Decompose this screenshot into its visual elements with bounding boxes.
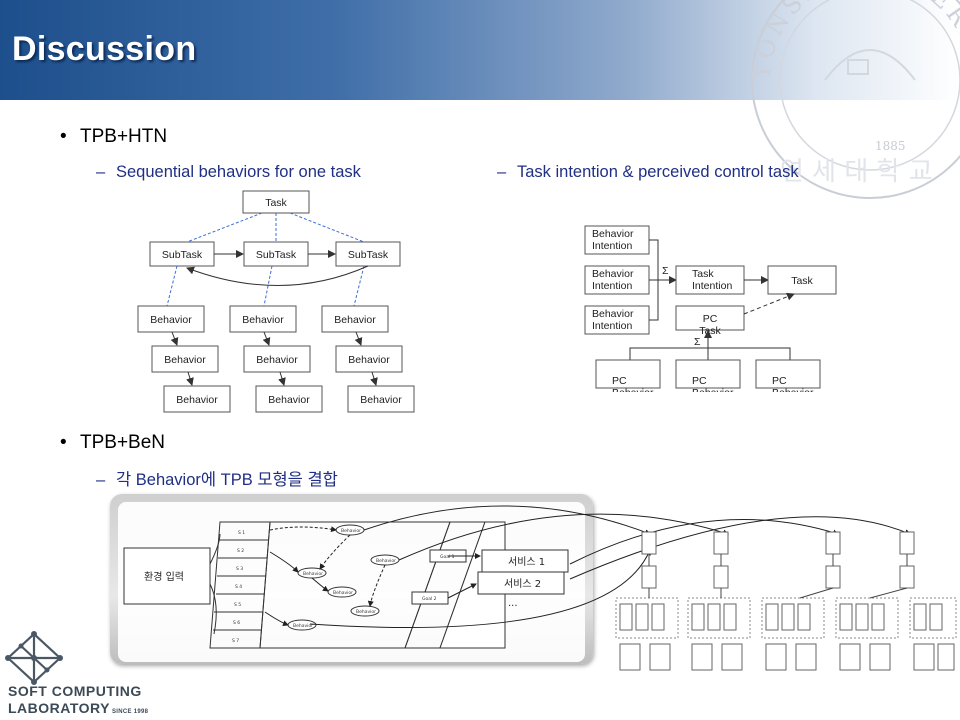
slide-title: Discussion xyxy=(12,30,197,68)
svg-text:SubTask: SubTask xyxy=(348,249,389,261)
svg-text:Behavior: Behavior xyxy=(150,314,192,326)
svg-text:S 2: S 2 xyxy=(237,548,244,554)
seal-year: 1885 xyxy=(875,139,906,153)
svg-text:S 3: S 3 xyxy=(236,566,243,572)
svg-text:S 1: S 1 xyxy=(238,530,245,536)
lab-since: SINCE 1998 xyxy=(111,709,149,715)
svg-text:Behavior: Behavior xyxy=(176,394,218,406)
svg-text:S 5: S 5 xyxy=(234,602,241,608)
sub-sequential-behaviors: –Sequential behaviors for one task xyxy=(96,163,361,181)
svg-text:Behavior: Behavior xyxy=(303,571,323,577)
svg-text:Σ: Σ xyxy=(662,265,669,277)
svg-text:...: ... xyxy=(508,598,518,609)
htn-diagram: Task SubTask SubTask SubTask Behavior Be… xyxy=(137,190,415,413)
svg-text:Behavior: Behavior xyxy=(341,528,361,534)
svg-text:Behavior: Behavior xyxy=(356,609,376,615)
svg-text:Task: Task xyxy=(265,197,287,209)
subtask-nodes: SubTask SubTask SubTask xyxy=(149,241,401,267)
svg-text:Goal 1: Goal 1 xyxy=(440,554,455,560)
svg-text:환경 입력: 환경 입력 xyxy=(144,570,184,583)
university-seal-watermark: YONSEI UNIVERSITY 1885 연 세 대 학 교 xyxy=(740,0,960,199)
svg-text:Task: Task xyxy=(791,275,813,287)
sub-korean-combine: –각 Behavior에 TPB 모형을 결합 xyxy=(96,471,338,489)
svg-text:PCBehavior: PCBehavior xyxy=(692,375,734,392)
tpb-stack-5 xyxy=(909,597,957,671)
svg-text:Behavior: Behavior xyxy=(348,354,390,366)
svg-text:YONSEI UNIVERSITY: YONSEI UNIVERSITY xyxy=(740,0,960,84)
svg-text:Σ: Σ xyxy=(694,336,701,348)
svg-text:S 4: S 4 xyxy=(235,584,242,590)
bullet-tpb-htn: •TPB+HTN xyxy=(60,126,168,147)
soft-computing-lab-logo xyxy=(5,631,63,685)
title-band xyxy=(0,0,960,100)
svg-text:Behavior: Behavior xyxy=(256,354,298,366)
svg-text:Behavior: Behavior xyxy=(360,394,402,406)
tpb-stack-1 xyxy=(615,531,679,671)
svg-text:Behavior: Behavior xyxy=(293,623,313,629)
pc-task-node xyxy=(675,305,745,331)
behavior-network-diagram: 환경 입력 S 1S 2 S 3S 4 S 5S 6 S 7 BehaviorB… xyxy=(118,502,957,671)
bullet-tpb-ben: •TPB+BeN xyxy=(60,432,166,453)
tpb-stack-3 xyxy=(761,531,841,671)
svg-text:S 7: S 7 xyxy=(232,638,239,644)
task-node-right xyxy=(767,265,837,295)
svg-text:Behavior: Behavior xyxy=(334,314,376,326)
svg-text:Behavior: Behavior xyxy=(242,314,284,326)
tpb-stack-2 xyxy=(687,531,751,671)
svg-text:PCBehavior: PCBehavior xyxy=(612,375,654,392)
svg-text:Behavior: Behavior xyxy=(333,590,353,596)
tpb-stack-4 xyxy=(835,531,915,671)
svg-text:SubTask: SubTask xyxy=(256,249,297,261)
svg-text:SubTask: SubTask xyxy=(162,249,203,261)
svg-text:서비스 1: 서비스 1 xyxy=(508,556,545,568)
svg-text:Behavior: Behavior xyxy=(268,394,310,406)
svg-text:PCBehavior: PCBehavior xyxy=(772,375,814,392)
svg-text:Behavior: Behavior xyxy=(164,354,206,366)
svg-text:Goal 2: Goal 2 xyxy=(422,596,437,602)
svg-text:서비스 2: 서비스 2 xyxy=(504,578,541,590)
svg-text:Behavior: Behavior xyxy=(376,558,396,564)
svg-text:S 6: S 6 xyxy=(233,620,240,626)
pc-behavior-nodes: PCBehavior PCBehavior PCBehavior xyxy=(595,359,821,392)
svg-text:연 세 대 학 교: 연 세 대 학 교 xyxy=(780,157,933,187)
sub-task-intention: –Task intention & perceived control task xyxy=(497,163,799,181)
behavior-nodes: Behavior Behavior Behavior Behavior Beha… xyxy=(137,305,415,413)
